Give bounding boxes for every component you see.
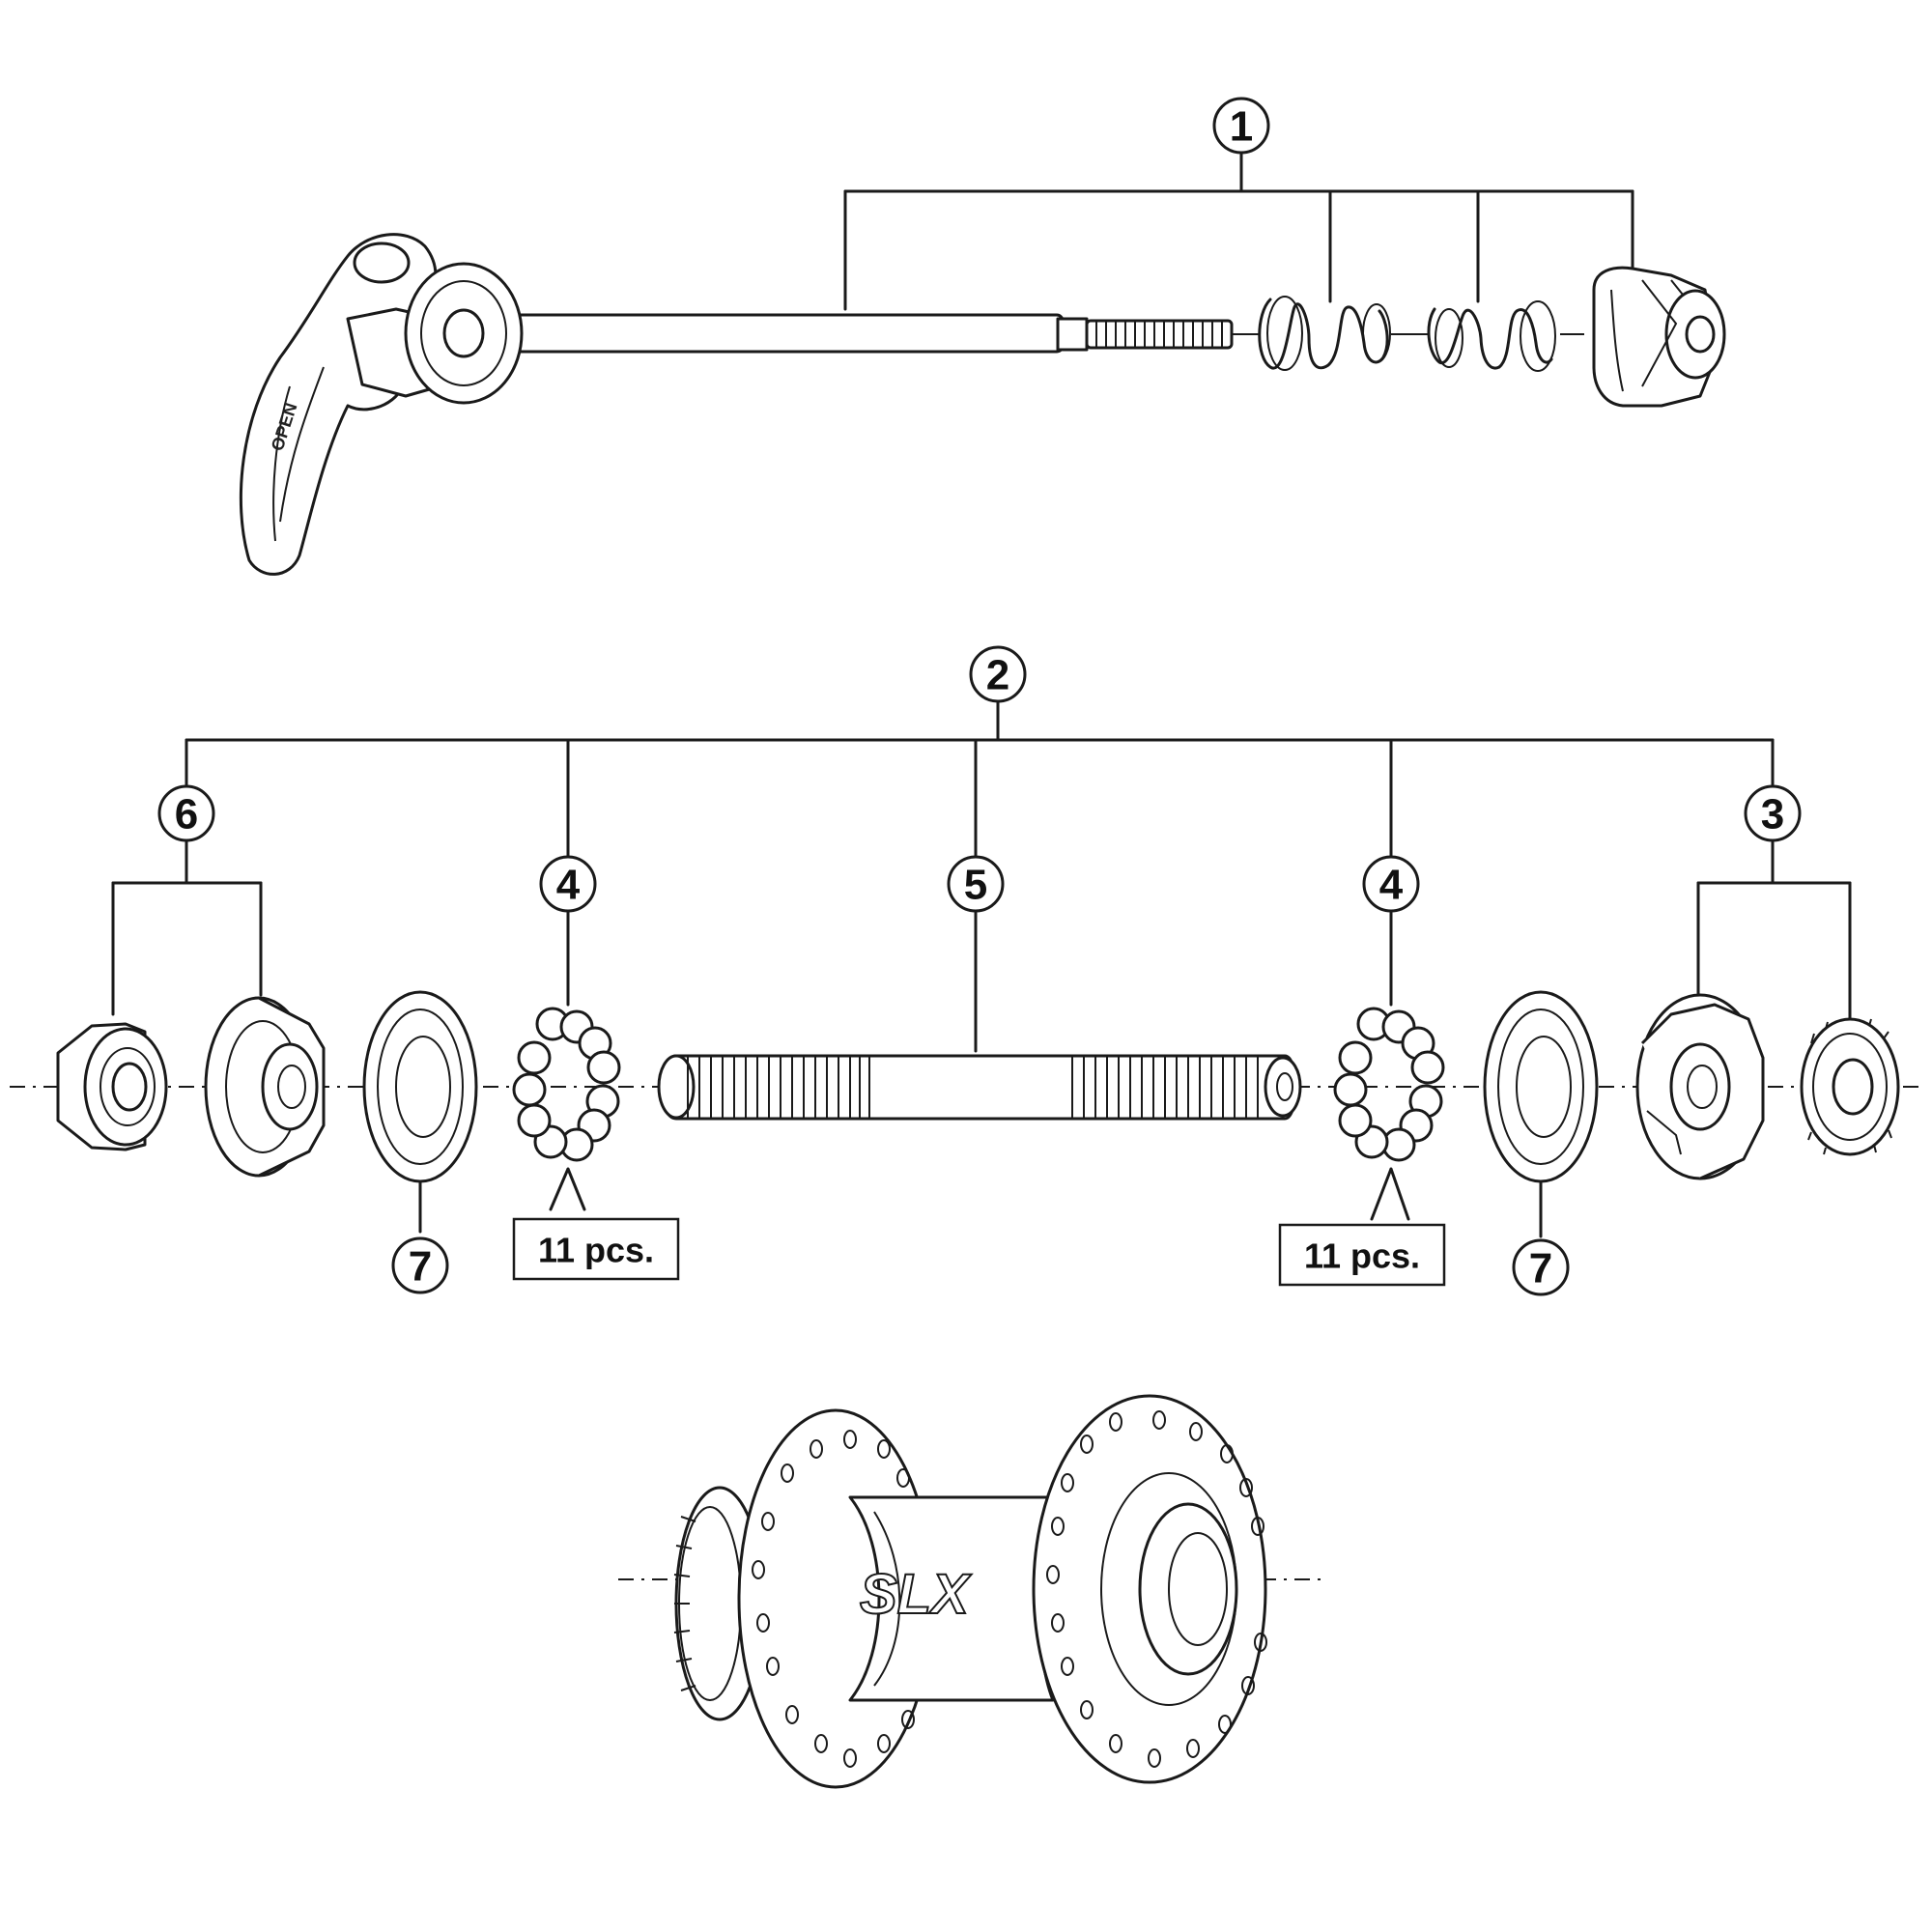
qty-label-left: 11 pcs. [512,1217,680,1281]
ball-bearings-right [1333,1007,1445,1221]
qty-text-right: 11 pcs. [1304,1236,1420,1276]
cone-right [1635,993,1765,1180]
spring-left [1232,296,1430,371]
callout-7-left-label: 7 [409,1243,432,1291]
quick-release-lever: OPEN [239,233,524,576]
callout-6-label: 6 [175,791,198,838]
callout-2-bracket [185,694,1775,862]
hub-flange-right [1032,1394,1267,1784]
qty-label-right: 11 pcs. [1278,1223,1446,1287]
skewer-rod [452,313,1234,354]
callout-1-label: 1 [1230,103,1253,151]
callout-3: 3 [1696,784,1852,1026]
callout-3-label: 3 [1761,791,1784,838]
hub-brand-label: SLX [860,1563,972,1626]
callout-5: 5 [947,855,1005,1053]
lock-nut-left [56,1022,168,1151]
hub-axle [657,1054,1302,1121]
callout-7-right: 7 [1512,1238,1570,1296]
hub-shell: SLX [618,1394,1328,1789]
qty-text-left: 11 pcs. [538,1231,654,1270]
callout-4-left-label: 4 [556,862,581,909]
callout-1-bracket [843,145,1634,311]
callout-4-right: 4 [1362,855,1420,1007]
callout-6: 6 [111,784,263,1016]
dust-seal-right [1483,990,1599,1238]
callout-7-right-label: 7 [1529,1245,1552,1293]
lock-nut-right [1800,1017,1900,1156]
callout-4-left: 4 [539,855,597,1007]
callout-4-right-label: 4 [1379,862,1404,909]
callout-1: 1 [1212,97,1270,155]
spring-right [1427,300,1584,372]
callout-5-label: 5 [964,862,987,909]
callout-7-left: 7 [391,1236,449,1294]
axle-assembly: 2 6 4 5 4 [10,645,1922,1296]
skewer-adjusting-nut [1592,266,1726,408]
quick-release-assembly: 1 OPEN [239,97,1726,576]
ball-bearings-left [512,1007,621,1211]
dust-seal-left [362,990,478,1234]
callout-2: 2 [969,645,1027,703]
callout-2-label: 2 [986,652,1009,699]
cone-left [204,996,326,1178]
